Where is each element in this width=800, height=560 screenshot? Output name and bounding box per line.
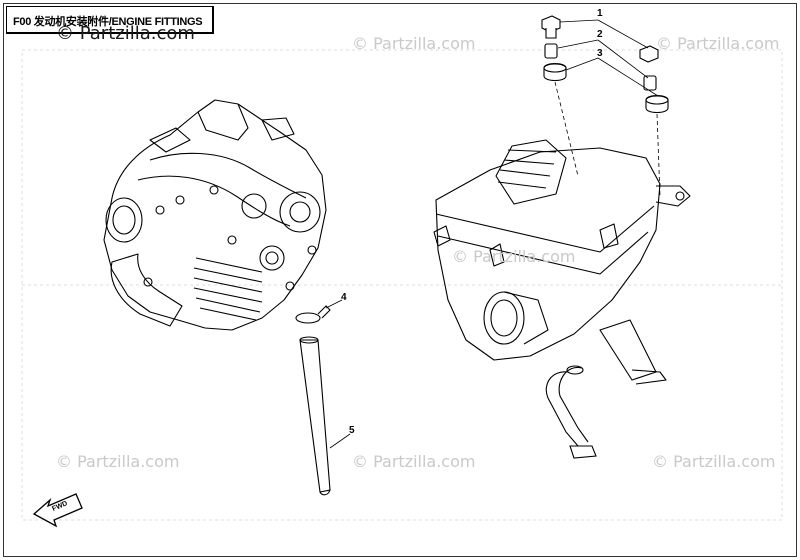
watermark: © Partzilla.com (656, 34, 780, 53)
title-box: F00 发动机安装附件/ENGINE FITTINGS (6, 6, 214, 34)
watermark: © Partzilla.com (452, 247, 576, 266)
engine-head-assembly (103, 99, 327, 331)
watermark: © Partzilla.com (352, 34, 476, 53)
callout-5: 5 (349, 425, 355, 436)
drain-hose (545, 365, 597, 459)
fasteners-parts-1-2-3 (541, 15, 669, 114)
callout-4: 4 (341, 292, 347, 303)
breather-hose-part-5 (299, 336, 331, 496)
leader-line-5 (329, 433, 351, 449)
diagram-title: F00 发动机安装附件/ENGINE FITTINGS (13, 16, 203, 28)
callout-2: 2 (597, 29, 603, 40)
watermark: © Partzilla.com (352, 452, 476, 471)
dashed-outline (21, 49, 783, 521)
callout-leaders (557, 19, 659, 97)
mount-centerlines (554, 81, 661, 197)
air-box-assembly (433, 139, 691, 385)
fwd-arrow-icon (32, 493, 83, 528)
diagram-frame (3, 3, 797, 557)
watermark-main: © Partzilla.com (56, 23, 195, 44)
hose-clamp-part-4 (295, 305, 331, 324)
callout-3: 3 (597, 48, 603, 59)
leader-line-4 (325, 299, 343, 309)
callout-1: 1 (597, 8, 603, 19)
watermark: © Partzilla.com (56, 452, 180, 471)
watermark: © Partzilla.com (652, 452, 776, 471)
